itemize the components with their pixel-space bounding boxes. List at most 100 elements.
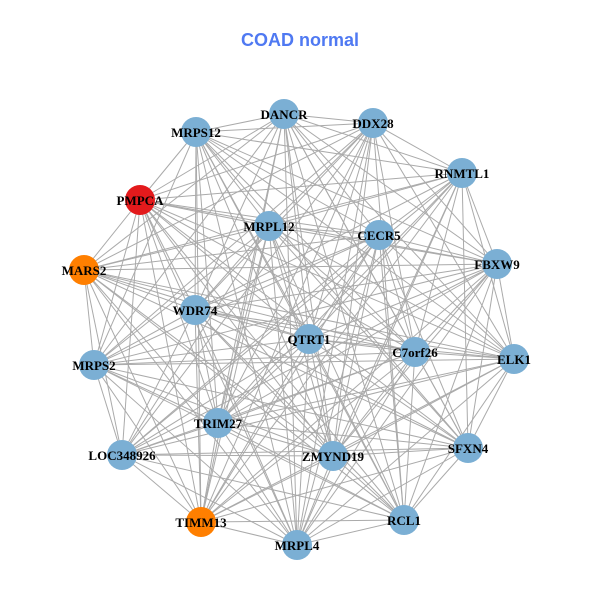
node-circle[interactable] (269, 99, 299, 129)
node-circle[interactable] (69, 255, 99, 285)
edge-CECR5-FBXW9 (378, 234, 498, 265)
node-MRPL12[interactable]: MRPL12 (243, 211, 295, 241)
edge-LOC348926-SFXN4 (121, 447, 469, 456)
node-LOC348926[interactable]: LOC348926 (88, 440, 156, 470)
node-RNMTL1[interactable]: RNMTL1 (435, 158, 490, 188)
edge-RNMTL1-SFXN4 (461, 172, 469, 449)
node-DDX28[interactable]: DDX28 (352, 108, 394, 138)
node-MARS2[interactable]: MARS2 (62, 255, 107, 285)
node-WDR74[interactable]: WDR74 (173, 295, 218, 325)
node-PMPCA[interactable]: PMPCA (117, 185, 165, 215)
node-QTRT1[interactable]: QTRT1 (288, 324, 331, 354)
node-circle[interactable] (203, 408, 233, 438)
edge-DANCR-ELK1 (283, 113, 515, 360)
edge-QTRT1-MRPS2 (93, 338, 310, 366)
edge-C7orf26-ELK1 (414, 351, 515, 360)
node-ZMYND19[interactable]: ZMYND19 (302, 441, 365, 471)
node-circle[interactable] (107, 440, 137, 470)
node-C7orf26[interactable]: C7orf26 (392, 337, 438, 367)
node-circle[interactable] (364, 220, 394, 250)
node-circle[interactable] (294, 324, 324, 354)
edge-WDR74-TRIM27 (194, 309, 219, 424)
edge-CECR5-WDR74 (194, 234, 380, 311)
node-ELK1[interactable]: ELK1 (497, 344, 531, 374)
edge-ELK1-MRPS2 (93, 358, 515, 366)
edge-ELK1-TIMM13 (200, 358, 515, 523)
edge-TRIM27-LOC348926 (121, 422, 219, 456)
edge-SFXN4-RCL1 (403, 447, 469, 521)
edge-WDR74-MRPL4 (194, 309, 298, 546)
node-label: WDR74 (173, 303, 218, 318)
node-label: QTRT1 (288, 332, 331, 347)
edge-CECR5-C7orf26 (378, 234, 416, 353)
edge-CECR5-ZMYND19 (332, 234, 380, 457)
node-circle[interactable] (282, 530, 312, 560)
edge-MRPS2-TRIM27 (93, 364, 219, 424)
edge-LOC348926-TIMM13 (121, 454, 202, 523)
node-circle[interactable] (186, 507, 216, 537)
node-circle[interactable] (79, 350, 109, 380)
edge-MRPS12-TRIM27 (195, 131, 219, 424)
node-circle[interactable] (499, 344, 529, 374)
node-label: MRPS2 (72, 358, 115, 373)
edge-C7orf26-TIMM13 (200, 351, 416, 523)
edge-LOC348926-RCL1 (121, 454, 405, 521)
edge-C7orf26-RCL1 (403, 351, 416, 521)
edge-RNMTL1-CECR5 (378, 172, 463, 236)
edge-DDX28-MRPL12 (268, 122, 374, 227)
node-CECR5[interactable]: CECR5 (357, 220, 401, 250)
edge-MARS2-MRPS2 (83, 269, 95, 366)
node-circle[interactable] (181, 117, 211, 147)
edge-QTRT1-LOC348926 (121, 338, 310, 456)
edge-MRPS2-LOC348926 (93, 364, 123, 456)
edge-MRPS2-RCL1 (93, 364, 405, 521)
edge-CECR5-RCL1 (378, 234, 405, 521)
edge-DANCR-ZMYND19 (283, 113, 334, 457)
edge-MARS2-TRIM27 (83, 269, 219, 424)
node-circle[interactable] (358, 108, 388, 138)
node-MRPS12[interactable]: MRPS12 (171, 117, 221, 147)
edge-FBXW9-MRPS2 (93, 263, 498, 366)
edge-ELK1-LOC348926 (121, 358, 515, 456)
node-SFXN4[interactable]: SFXN4 (448, 433, 489, 463)
node-label: SFXN4 (448, 441, 489, 456)
edge-MARS2-ELK1 (83, 269, 515, 360)
node-MRPL4[interactable]: MRPL4 (275, 530, 320, 560)
edge-MARS2-WDR74 (83, 269, 196, 311)
node-FBXW9[interactable]: FBXW9 (474, 249, 520, 279)
node-circle[interactable] (453, 433, 483, 463)
node-circle[interactable] (400, 337, 430, 367)
node-circle[interactable] (482, 249, 512, 279)
edge-MARS2-MRPL4 (83, 269, 298, 546)
node-circle[interactable] (125, 185, 155, 215)
edge-DDX28-MRPL4 (296, 122, 374, 546)
node-label: MRPL12 (243, 219, 294, 234)
edge-C7orf26-ZMYND19 (332, 351, 416, 457)
node-circle[interactable] (389, 505, 419, 535)
node-TRIM27[interactable]: TRIM27 (194, 408, 243, 438)
edge-MRPL12-TIMM13 (200, 225, 270, 523)
node-MRPS2[interactable]: MRPS2 (72, 350, 116, 380)
node-circle[interactable] (447, 158, 477, 188)
node-DANCR[interactable]: DANCR (261, 99, 309, 129)
node-RCL1[interactable]: RCL1 (387, 505, 421, 535)
edge-RNMTL1-LOC348926 (121, 172, 463, 456)
node-label: RNMTL1 (435, 166, 490, 181)
edge-QTRT1-SFXN4 (308, 338, 469, 449)
edge-DDX28-QTRT1 (308, 122, 374, 340)
edge-TRIM27-ZMYND19 (217, 422, 334, 457)
edge-MRPL12-MRPS2 (93, 225, 270, 366)
node-circle[interactable] (180, 295, 210, 325)
edge-FBXW9-MRPL4 (296, 263, 498, 546)
edge-RCL1-MRPL4 (296, 519, 405, 546)
node-circle[interactable] (318, 441, 348, 471)
edge-CECR5-MRPS2 (93, 234, 380, 366)
edge-ZMYND19-SFXN4 (332, 447, 469, 457)
edge-PMPCA-ZMYND19 (139, 199, 334, 457)
node-circle[interactable] (254, 211, 284, 241)
node-label: C7orf26 (392, 345, 438, 360)
figure-title: COAD normal (240, 30, 359, 50)
node-TIMM13[interactable]: TIMM13 (175, 507, 227, 537)
